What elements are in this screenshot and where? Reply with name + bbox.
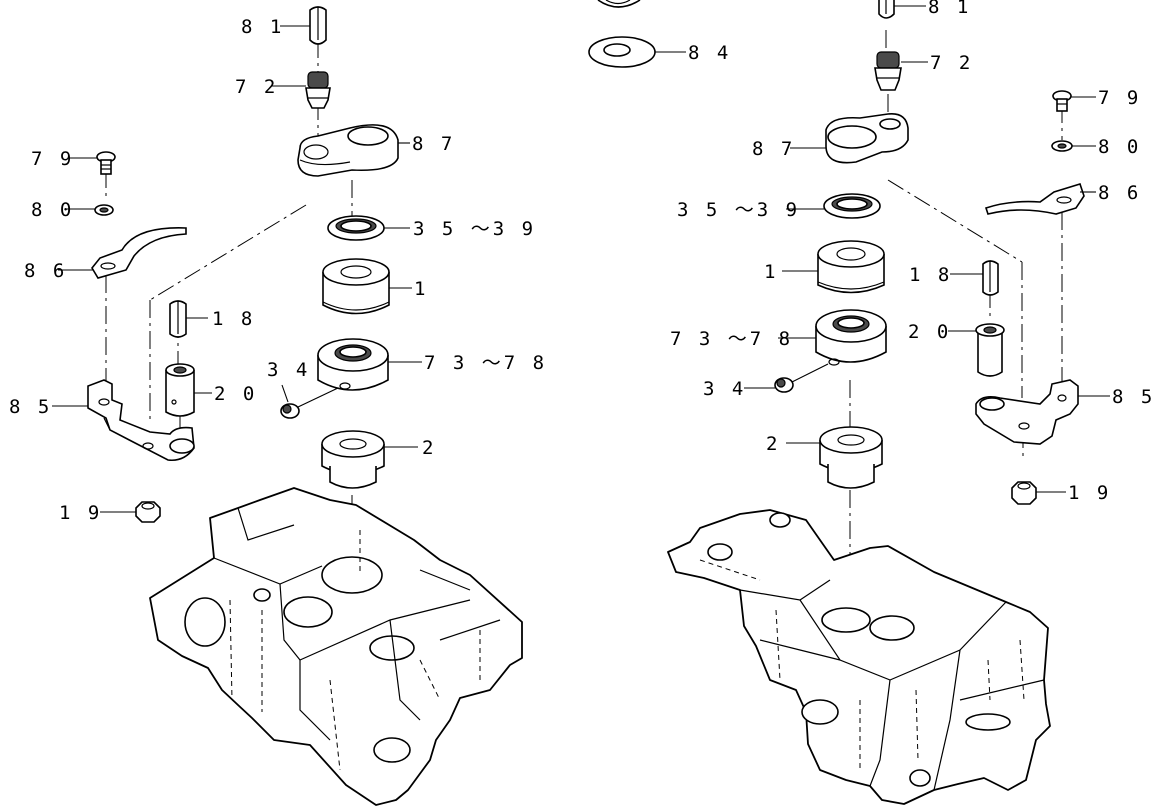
part-19-nut — [135, 501, 161, 523]
callout-right-34: 3 4 — [703, 378, 746, 400]
callout-left-35-39: 3 5 ～3 9 — [413, 218, 536, 240]
part-79-screw-right — [1052, 90, 1072, 112]
callout-right-2: 2 — [766, 433, 780, 455]
callout-right-81: 8 1 — [928, 0, 971, 18]
part-34-setscrew-right — [774, 363, 829, 393]
part-79-screw — [96, 151, 116, 175]
callout-right-84: 8 4 — [688, 42, 731, 64]
part-72-screw — [305, 71, 331, 109]
callout-left-72: 7 2 — [235, 76, 278, 98]
callout-right-18: 1 8 — [909, 264, 952, 286]
part-35-39-ring — [327, 215, 385, 241]
part-73-78-collar-right — [815, 309, 887, 366]
callout-left-20: 2 0 — [214, 383, 257, 405]
callout-left-2: 2 — [422, 437, 436, 459]
callout-left-1: 1 — [414, 278, 428, 300]
part-20-sleeve-right — [975, 323, 1005, 377]
right-assembly: 8 1 8 4 7 2 7 9 8 7 8 0 3 5 ～3 9 8 6 1 1… — [588, 0, 1155, 805]
right-body-block — [667, 509, 1051, 805]
callout-right-73-78: 7 3 ～7 8 — [670, 328, 793, 350]
callout-right-85: 8 5 — [1112, 386, 1155, 408]
part-18-pin-right — [982, 260, 999, 296]
part-80-washer — [94, 204, 114, 216]
callout-left-19: 1 9 — [59, 502, 102, 524]
part-85-arm — [87, 379, 195, 462]
callout-left-81: 8 1 — [241, 16, 284, 38]
leader-left-34 — [281, 384, 289, 403]
part-35-39-ring-right — [823, 193, 881, 219]
callout-right-19: 1 9 — [1068, 482, 1111, 504]
part-84-washer — [588, 0, 656, 68]
part-85-arm-right — [975, 379, 1079, 445]
left-assembly: 8 1 7 2 8 7 7 9 8 0 3 5 ～3 9 8 6 1 1 8 7… — [9, 6, 547, 806]
callout-left-85: 8 5 — [9, 396, 52, 418]
left-body-block — [149, 487, 523, 806]
callout-left-73-78: 7 3 ～7 8 — [424, 352, 547, 374]
callout-right-87: 8 7 — [752, 138, 795, 160]
callout-right-80: 8 0 — [1098, 136, 1141, 158]
callout-right-1: 1 — [764, 261, 778, 283]
callout-right-35-39: 3 5 ～3 9 — [677, 199, 800, 221]
part-87-link — [297, 124, 399, 177]
part-19-nut-right — [1011, 481, 1037, 505]
callout-left-80: 8 0 — [31, 199, 74, 221]
part-80-washer-right — [1051, 140, 1073, 152]
part-20-sleeve — [165, 363, 195, 417]
callout-left-18: 1 8 — [212, 308, 255, 330]
callout-right-20: 2 0 — [908, 321, 951, 343]
part-72-screw-right — [874, 51, 902, 91]
callout-left-34: 3 4 — [267, 359, 310, 381]
part-1-bushing — [322, 258, 390, 315]
callout-left-86: 8 6 — [24, 260, 67, 282]
callout-left-87: 8 7 — [412, 133, 455, 155]
callout-left-79: 7 9 — [31, 148, 74, 170]
part-73-78-collar — [317, 338, 389, 391]
part-87-link-right — [825, 112, 909, 164]
part-86-spring-right — [984, 183, 1085, 215]
part-86-spring — [91, 227, 187, 279]
callout-right-79: 7 9 — [1098, 87, 1141, 109]
part-18-pin — [169, 300, 187, 338]
part-34-setscrew — [280, 387, 339, 419]
left-axis-link — [149, 204, 307, 301]
part-81-pin — [309, 6, 327, 45]
callout-right-72: 7 2 — [930, 52, 973, 74]
part-2-bushing-right — [819, 426, 883, 489]
part-2-bushing — [321, 430, 385, 489]
right-axis-link — [887, 179, 1023, 263]
part-1-bushing-right — [817, 240, 885, 294]
part-81-pin-right — [878, 0, 895, 19]
callout-right-86: 8 6 — [1098, 182, 1141, 204]
